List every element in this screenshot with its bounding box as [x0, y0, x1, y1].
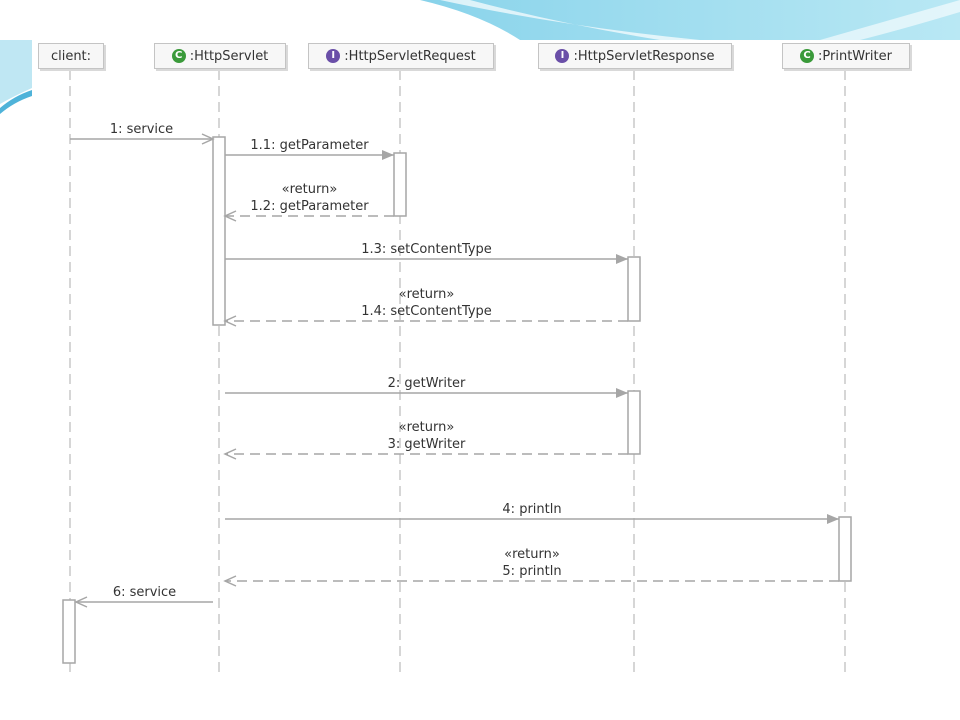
- message-label: 3: getWriter: [388, 437, 466, 452]
- lifeline-head-response[interactable]: I:HttpServletResponse: [538, 43, 732, 69]
- lifeline-label: :HttpServletResponse: [573, 48, 715, 64]
- interface-icon: I: [326, 49, 341, 63]
- message-label: 4: println: [502, 502, 561, 517]
- activation-bar: [627, 390, 641, 455]
- lifeline-head-servlet[interactable]: C:HttpServlet: [154, 43, 286, 69]
- lifeline-label: client:: [50, 48, 92, 64]
- right-wave-streak: [820, 0, 960, 40]
- message-label: 1.1: getParameter: [250, 138, 369, 153]
- activation-bar: [627, 256, 641, 322]
- left-wave-band: [0, 40, 32, 104]
- activation-bar: [62, 599, 76, 664]
- interface-icon: I: [555, 49, 570, 63]
- lifeline-label: :HttpServlet: [189, 48, 269, 64]
- message-stereotype: «return»: [399, 287, 455, 302]
- message-label: 1.2: getParameter: [250, 199, 369, 214]
- left-wave-streak: [0, 90, 32, 114]
- lifeline-head-request[interactable]: I:HttpServletRequest: [308, 43, 494, 69]
- message-stereotype: «return»: [504, 547, 560, 562]
- message-label: 1: service: [110, 122, 173, 137]
- activation-bar: [393, 152, 407, 217]
- class-icon: C: [171, 49, 186, 63]
- activation-bar: [212, 136, 226, 326]
- message-label: 5: println: [502, 564, 561, 579]
- lifeline-head-client[interactable]: client:: [38, 43, 104, 69]
- message-stereotype: «return»: [399, 420, 455, 435]
- top-wave-band: [0, 0, 960, 40]
- lifeline-label: :HttpServletRequest: [344, 48, 476, 64]
- message-label: 1.3: setContentType: [361, 242, 492, 257]
- top-wave-streak: [440, 0, 700, 40]
- diagram-panel: [32, 40, 928, 670]
- lifeline-head-writer[interactable]: C:PrintWriter: [782, 43, 910, 69]
- class-icon: C: [800, 49, 815, 63]
- message-stereotype: «return»: [282, 182, 338, 197]
- message-label: 1.4: setContentType: [361, 304, 492, 319]
- message-label: 2: getWriter: [388, 376, 466, 391]
- message-label: 6: service: [113, 585, 176, 600]
- activation-bar: [838, 516, 852, 582]
- lifeline-label: :PrintWriter: [818, 48, 892, 64]
